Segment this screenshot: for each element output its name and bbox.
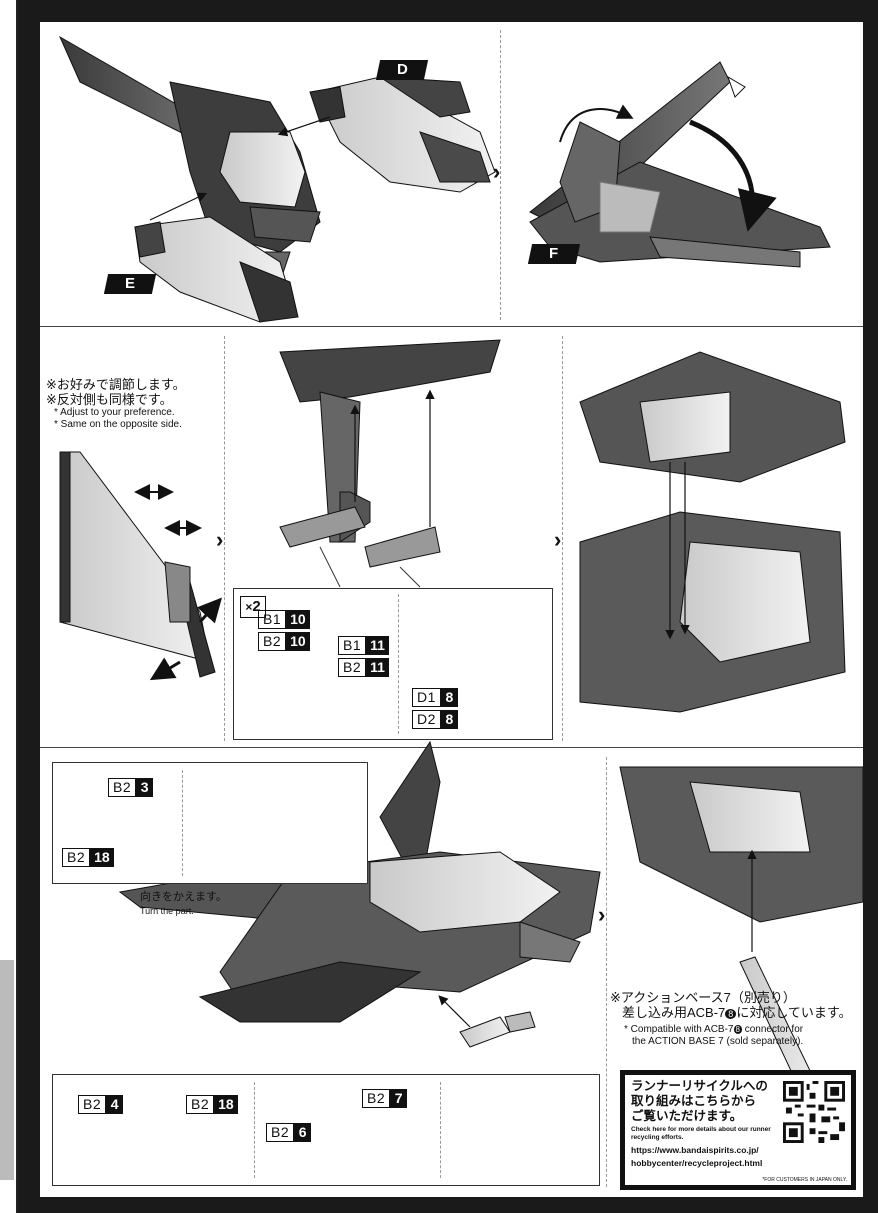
step-divider [224, 336, 225, 741]
step-divider [606, 757, 607, 1187]
adjust-note-en: * Adjust to your preference. [54, 407, 175, 418]
adjust-note-jp: ※お好みで調節します。 [46, 377, 186, 392]
step7-stand [619, 766, 863, 1123]
step1-part-d [309, 76, 496, 193]
recycle-en: Check here for more details about our ru… [631, 1126, 771, 1141]
recycle-line2: 取り組みはこちらから [631, 1094, 757, 1108]
label-f: F [527, 244, 581, 264]
recycle-footnote: *FOR CUSTOMERS IN JAPAN ONLY. [762, 1177, 847, 1183]
label-e: E [103, 274, 157, 294]
parts-box-3 [52, 1074, 600, 1186]
adjust-note: ※お好みで調節します。 ※反対側も同様です。 * Adjust to your … [46, 377, 186, 431]
multiplier-badge: ×2 [240, 596, 266, 618]
step2-wing-fold [529, 61, 831, 268]
compat-note-en2: the ACTION BASE 7 (sold separately). [632, 1036, 804, 1047]
step3-wing-adjust [59, 451, 223, 681]
label-d: D [375, 60, 429, 80]
recycle-info-box: ランナーリサイクルへの 取り組みはこちらから ご覧いただけます。 Check h… [620, 1070, 856, 1190]
step-divider [500, 30, 501, 320]
recycle-url2[interactable]: hobbycenter/recycleproject.html [631, 1158, 763, 1168]
box-divider [440, 1082, 441, 1178]
same-note-en: * Same on the opposite side. [54, 419, 182, 430]
step4-wing-tanks [279, 339, 501, 588]
chevron-right-icon: › [216, 527, 224, 552]
step1-part-e [134, 216, 299, 323]
recycle-line3: ご覧いただけます。 [631, 1109, 743, 1123]
box-divider [182, 770, 183, 876]
recycle-line1: ランナーリサイクルへの [631, 1079, 768, 1093]
step6-aircraft [118, 740, 601, 1048]
section-divider-1 [40, 326, 863, 327]
qr-code-icon[interactable] [783, 1081, 845, 1143]
recycle-url1[interactable]: https://www.bandaispirits.co.jp/ [631, 1145, 759, 1155]
step-divider [562, 336, 563, 741]
instruction-page: D E F G › › › › › › › › ※お好みで調節します。 ※反対側… [40, 22, 863, 1197]
compat-note-jp1: ※アクションベース7（別売り） [610, 990, 796, 1005]
section-divider-2 [40, 747, 863, 748]
left-page-strip [0, 0, 18, 1213]
chevron-right-icon: › [598, 902, 606, 927]
box-divider [254, 1082, 255, 1178]
chevron-right-icon: › [493, 159, 501, 184]
chevron-right-icon: › [554, 527, 562, 552]
step5-assembled-wing [579, 351, 846, 713]
turn-note-jp: 向きをかえます。 [140, 891, 227, 903]
turn-note-en: Turn the part. [140, 906, 194, 916]
same-note-jp: ※反対側も同様です。 [46, 392, 173, 407]
turn-note: 向きをかえます。 Turn the part. [140, 890, 227, 917]
box-divider [398, 594, 399, 734]
left-gray-block [0, 960, 14, 1180]
